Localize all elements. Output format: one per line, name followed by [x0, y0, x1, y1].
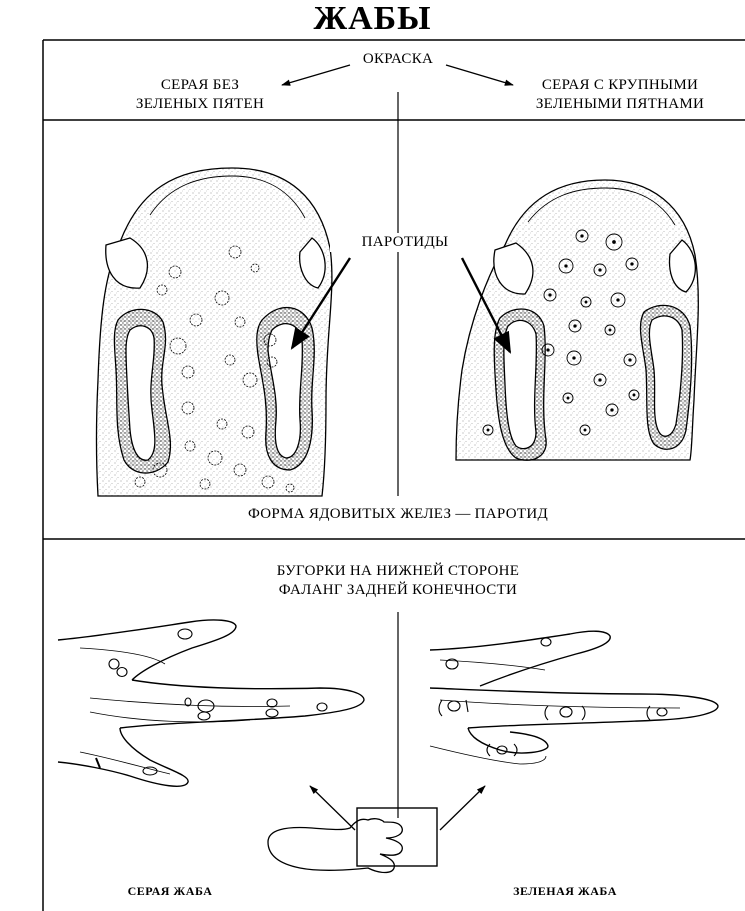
foot-outline [268, 819, 402, 873]
left-column-heading: СЕРАЯ БЕЗ ЗЕЛЕНЫХ ПЯТЕН [90, 76, 310, 114]
right-foot-toes [430, 631, 718, 764]
left-lower-toe [58, 728, 188, 786]
left-foot-toes [58, 620, 364, 786]
right-column-heading-line1: СЕРАЯ С КРУПНЫМИ [500, 76, 740, 95]
left-upper-toe [58, 620, 236, 680]
tubercles-heading-line1: БУГОРКИ НА НИЖНЕЙ СТОРОНЕ [200, 562, 596, 581]
magnifier-box [357, 808, 437, 866]
left-column-heading-line2: ЗЕЛЕНЫХ ПЯТЕН [90, 95, 310, 114]
right-column-heading-line2: ЗЕЛЕНЫМИ ПЯТНАМИ [500, 95, 740, 114]
parotid-shape-caption: ФОРМА ЯДОВИТЫХ ЖЕЛЕЗ — ПАРОТИД [200, 505, 596, 524]
species-label-green-toad: ЗЕЛЕНАЯ ЖАБА [495, 884, 635, 899]
tubercles-heading: БУГОРКИ НА НИЖНЕЙ СТОРОНЕ ФАЛАНГ ЗАДНЕЙ … [200, 562, 596, 600]
coloration-label: ОКРАСКА [323, 50, 473, 69]
tubercles-heading-line2: ФАЛАНГ ЗАДНЕЙ КОНЕЧНОСТИ [200, 581, 596, 600]
left-toad-head [97, 168, 332, 496]
foot-overview [268, 808, 437, 873]
parotid-label: ПАРОТИДЫ [330, 233, 480, 252]
right-column-heading: СЕРАЯ С КРУПНЫМИ ЗЕЛЕНЫМИ ПЯТНАМИ [500, 76, 740, 114]
foot-arrow-right [440, 786, 485, 830]
foot-arrow-left [310, 786, 355, 830]
right-upper-toe [430, 631, 610, 686]
right-lower-toe [468, 728, 548, 753]
left-column-heading-line1: СЕРАЯ БЕЗ [90, 76, 310, 95]
page-title: ЖАБЫ [0, 0, 745, 38]
species-label-grey-toad: СЕРАЯ ЖАБА [110, 884, 230, 899]
right-toad-head [456, 180, 698, 460]
